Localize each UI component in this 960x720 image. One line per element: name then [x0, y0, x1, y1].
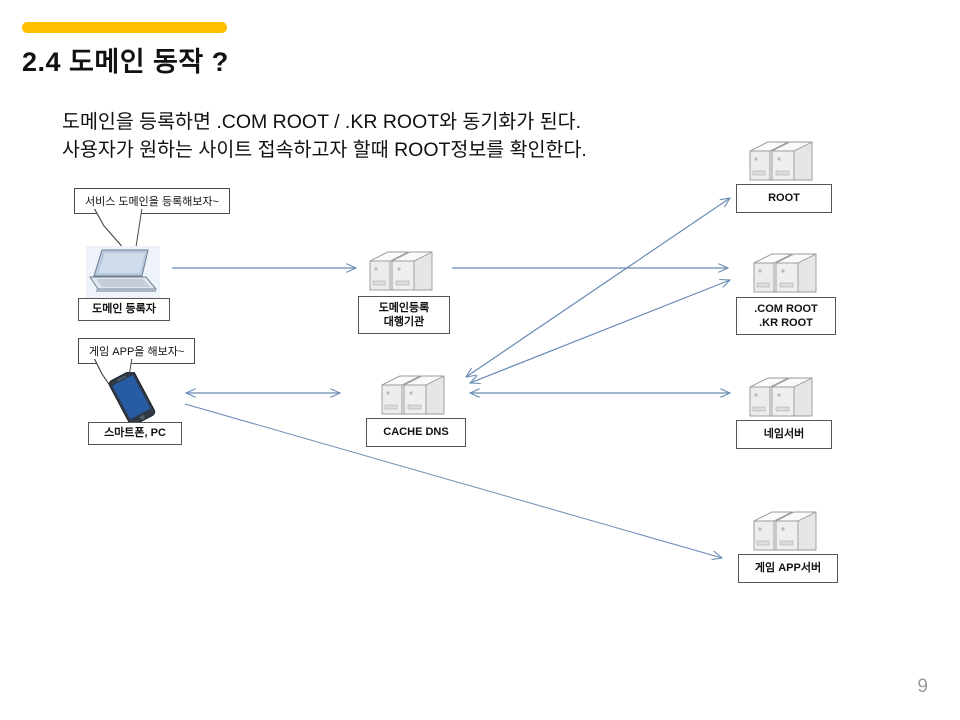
page-title: 2.4 도메인 동작 ?: [22, 47, 229, 77]
node-root-label: ROOT: [736, 184, 832, 213]
registrant-callout: 서비스 도메인을 등록해보자~: [74, 188, 230, 214]
slide-body-text: 도메인을 등록하면 .COM ROOT / .KR ROOT와 동기화가 된다.…: [62, 108, 587, 164]
smartphone-icon: [108, 372, 156, 424]
page-number: 9: [917, 676, 928, 697]
node-domain-registrant-label: 도메인 등록자: [78, 298, 170, 321]
node-cache-dns-label: CACHE DNS: [366, 418, 466, 447]
title-accent-bar: [22, 22, 227, 33]
server-icon: [749, 141, 813, 181]
server-icon: [381, 375, 445, 415]
node-user-device-label: 스마트폰, PC: [88, 422, 182, 445]
arrow-cache-dns-to-tld-root: [470, 280, 730, 383]
node-tld-root-label-line-1: .COM ROOT: [754, 303, 818, 315]
node-name-server-label: 네임서버: [736, 420, 832, 449]
user-callout: 게임 APP을 해보자~: [78, 338, 196, 364]
user-callout-group: 게임 APP을 해보자~: [78, 338, 196, 408]
node-registrar-label-line-2: 대행기관: [383, 316, 425, 328]
node-game-app-server-label: 게임 APP서버: [738, 554, 838, 583]
server-icon: [753, 511, 817, 551]
body-line-2: 사용자가 원하는 사이트 접속하고자 할때 ROOT정보를 확인한다.: [62, 139, 587, 161]
node-tld-root-label: .COM ROOT .KR ROOT: [736, 297, 836, 335]
node-registrar-label-line-1: 도메인등록: [378, 302, 430, 314]
node-registrar-label: 도메인등록 대행기관: [358, 296, 450, 334]
server-icon: [749, 377, 813, 417]
body-line-1: 도메인을 등록하면 .COM ROOT / .KR ROOT와 동기화가 된다.: [62, 111, 582, 133]
registrant-callout-group: 서비스 도메인을 등록해보자~: [74, 188, 230, 262]
laptop-icon: [86, 246, 160, 298]
server-icon: [753, 253, 817, 293]
node-tld-root-label-line-2: .KR ROOT: [759, 317, 813, 329]
arrow-cache-dns-to-root: [466, 198, 730, 377]
server-icon: [369, 251, 433, 291]
